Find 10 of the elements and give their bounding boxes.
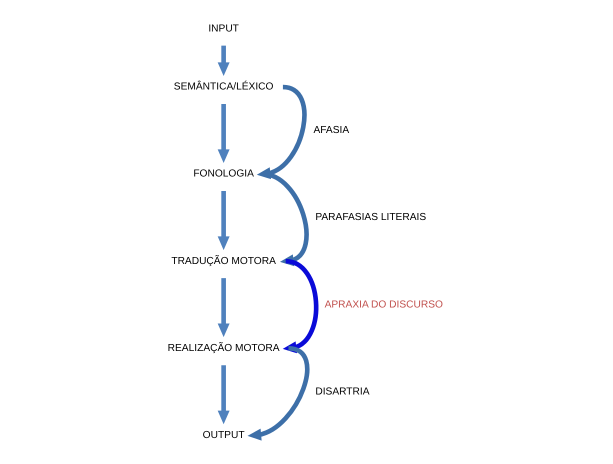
node-text: OUTPUT [202,430,244,441]
edge-label: APRAXIA DO DISCURSO [324,299,442,310]
edge-label: DISARTRIA [314,386,369,398]
node-text: TRADUÇÃO MOTORA [170,256,276,267]
edge-label: AFASIA [312,125,349,136]
node-text: FONOLOGIA [192,168,254,180]
edge-label: PARAFASIAS LITERAIS [314,212,426,224]
node-text: INPUT [208,23,238,34]
node-text: REALIZAÇÃO MOTORA [167,342,280,354]
node-text: SEMÂNTICA/LÉXICO [173,82,273,93]
